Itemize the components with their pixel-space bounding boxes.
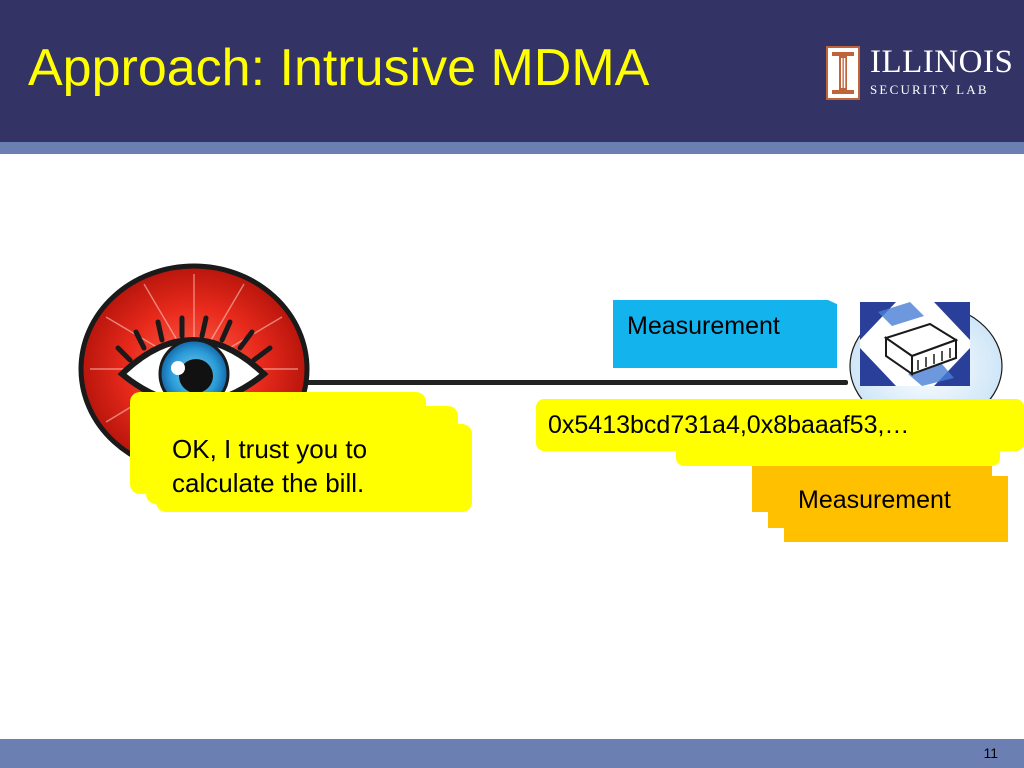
illinois-i-icon xyxy=(826,46,860,100)
logo-wordmark: ILLINOIS xyxy=(870,44,1014,80)
speech-bubble-line1: OK, I trust you to xyxy=(172,434,368,464)
speech-bubble: OK, I trust you to calculate the bill. xyxy=(156,424,472,512)
logo-subtitle: SECURITY LAB xyxy=(870,82,989,97)
page-number: 11 xyxy=(983,745,998,761)
header-stripe xyxy=(0,142,1024,154)
illinois-security-lab-logo: ILLINOIS SECURITY LAB xyxy=(826,46,1014,102)
slide-title: Approach: Intrusive MDMA xyxy=(28,39,650,97)
measurement-request: Measurement xyxy=(613,300,837,368)
communication-line xyxy=(300,380,848,385)
slide-header: Approach: Intrusive MDMA ILLINOIS SECURI… xyxy=(0,0,1024,142)
smart-meter-building-icon xyxy=(838,296,1004,429)
measurement-card: Measurement xyxy=(784,476,1008,542)
slide-footer: 11 xyxy=(0,739,1024,768)
hash-value: 0x5413bcd731a4,0x8baaaf53,… xyxy=(536,399,1024,451)
speech-bubble-line2: calculate the bill. xyxy=(172,468,365,498)
